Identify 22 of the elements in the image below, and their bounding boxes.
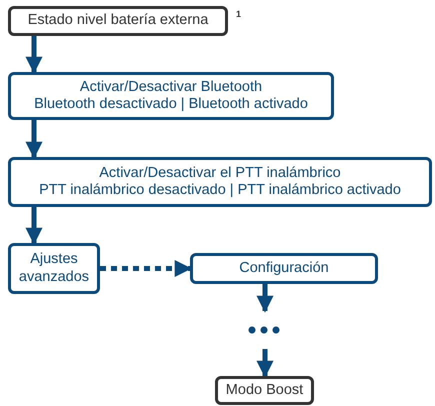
box-label: Modo Boost (226, 382, 304, 400)
box-label: Estado nivel batería externa (28, 12, 208, 30)
process-box (8, 157, 432, 207)
process-box (190, 253, 378, 284)
box-label: Bluetooth desactivado | Bluetooth activado (34, 96, 308, 114)
box-label: Ajustes avanzados (18, 251, 90, 286)
footnote-mark: 1 (236, 9, 242, 19)
box-label: PTT inalámbrico desactivado | PTT inalámbrico activado (39, 182, 401, 200)
box-label: Configuración (239, 260, 329, 278)
box-label: Activar/Desactivar el PTT inalámbrico (99, 164, 341, 182)
arrow (100, 260, 192, 277)
arrow (256, 349, 274, 378)
box-label: Activar/Desactivar Bluetooth (80, 78, 262, 96)
arrow (256, 284, 274, 313)
process-box (8, 72, 334, 120)
arrow (26, 207, 42, 245)
process-box (215, 376, 314, 405)
ellipsis-dots (248, 326, 280, 334)
process-box (8, 6, 228, 36)
process-box (8, 243, 100, 294)
arrow (26, 120, 42, 159)
arrow (26, 36, 42, 74)
